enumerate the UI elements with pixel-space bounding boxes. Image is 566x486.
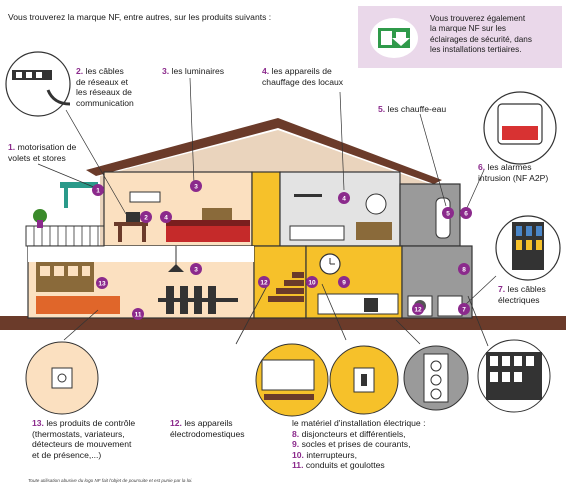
- zoom-control-circle: [25, 309, 99, 415]
- electrical-item: 11. conduits et goulottes: [292, 460, 385, 471]
- markers: 1 2 4 3 4 5 6 3 8 7 9 10 11 12 12 13: [92, 180, 472, 320]
- electrical-item: 8. disjoncteurs et différentiels,: [292, 428, 406, 439]
- marker-8: 8: [462, 267, 466, 274]
- electrical-material-list: le matériel d'installation électrique : …: [292, 418, 425, 471]
- marker-4b: 4: [342, 196, 346, 203]
- label-network-cables: 2. les câbles de réseaux et les réseaux …: [76, 66, 134, 108]
- room-attic-hall: [251, 171, 281, 247]
- marker-12b: 12: [414, 307, 422, 314]
- marker-2: 2: [144, 215, 148, 222]
- label-appliances: 12. les appareils électrodomestiques: [170, 418, 245, 439]
- marker-11: 11: [135, 312, 142, 319]
- label-electric-cables: 7. les câbles électriques: [498, 284, 546, 305]
- intro-text: Vous trouverez la marque NF, entre autre…: [8, 12, 272, 22]
- disclaimer: Toute utilisation abusive du logo NF fai…: [28, 478, 193, 483]
- marker-3b: 3: [194, 267, 198, 274]
- label-motorisation: 1. motorisation de volets et stores: [8, 142, 77, 163]
- label-alarms: 6. les alarmes intrusion (NF A2P): [478, 162, 549, 183]
- roof: [86, 118, 442, 184]
- zoom-appliance-circle: [235, 283, 329, 417]
- electrical-item: 10. interrupteurs,: [292, 449, 357, 460]
- info-box: Vous trouverez également la marque NF su…: [358, 6, 562, 68]
- info-box-text: Vous trouverez également la marque NF su…: [430, 14, 532, 55]
- zoom-socket-circle: [395, 319, 469, 411]
- marker-1: 1: [96, 188, 100, 195]
- electrical-item: 9. socles et prises de courants,: [292, 439, 411, 450]
- marker-3: 3: [194, 184, 198, 191]
- label-heating: 4. les appareils de chauffage des locaux: [262, 66, 344, 87]
- zoom-switch-circle: [321, 283, 399, 415]
- label-luminaires: 3. les luminaires: [162, 66, 225, 76]
- electrical-title: le matériel d'installation électrique :: [292, 418, 426, 428]
- label-control-products: 13. les produits de contrôle (thermostat…: [32, 418, 136, 460]
- marker-5: 5: [446, 211, 450, 218]
- ground: [0, 316, 566, 330]
- marker-10: 10: [308, 280, 316, 287]
- label-water-heater: 5. les chauffe-eau: [378, 104, 447, 114]
- marker-9: 9: [342, 280, 346, 287]
- zoom-breaker-circle: [467, 295, 551, 413]
- marker-4: 4: [164, 215, 168, 222]
- marker-6: 6: [464, 211, 468, 218]
- marker-13: 13: [98, 281, 106, 288]
- marker-7: 7: [462, 307, 466, 314]
- emergency-exit-sign-icon: [370, 18, 418, 58]
- marker-12: 12: [260, 280, 268, 287]
